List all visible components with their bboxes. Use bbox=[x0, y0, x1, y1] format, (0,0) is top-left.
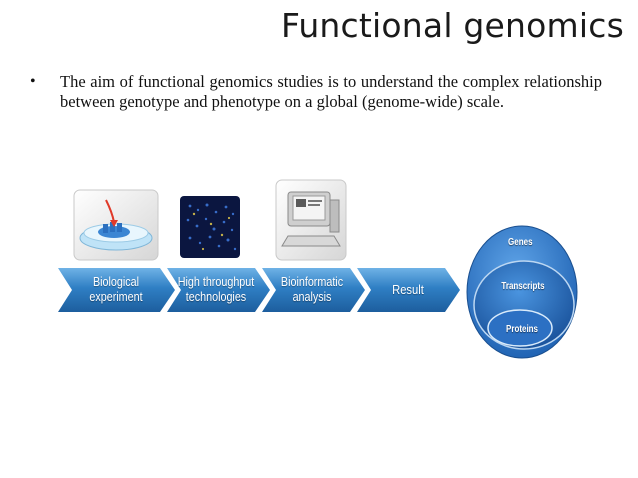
bullet-text: The aim of functional genomics studies i… bbox=[60, 72, 602, 111]
step-result: Result bbox=[377, 282, 439, 297]
microarray-image bbox=[180, 196, 240, 258]
step-high-throughput: High throughput technologies bbox=[175, 275, 258, 305]
label-genes: Genes bbox=[508, 237, 533, 248]
step-label-line1: Biological bbox=[92, 275, 140, 289]
step-label-line2: technologies bbox=[185, 290, 247, 304]
computer-image bbox=[275, 179, 347, 261]
step-label-line2: analysis bbox=[292, 290, 332, 304]
step-label-line2: experiment bbox=[89, 290, 143, 304]
proteins-ellipse bbox=[487, 309, 553, 347]
arrow-segment-2 bbox=[167, 268, 270, 312]
bullet-marker: • bbox=[30, 73, 36, 90]
step-label-line1: Bioinformatic bbox=[280, 275, 344, 289]
arrow-segment-3 bbox=[262, 268, 365, 312]
step-biological-experiment: Biological experiment bbox=[80, 275, 152, 305]
label-proteins: Proteins bbox=[506, 324, 539, 335]
arrow-segment-4 bbox=[357, 268, 460, 312]
step-label-line1: High throughput bbox=[177, 275, 255, 289]
label-transcripts: Transcripts bbox=[501, 281, 545, 292]
slide-title: Functional genomics bbox=[280, 6, 624, 45]
step-bioinformatic-analysis: Bioinformatic analysis bbox=[276, 275, 348, 305]
arrow-band bbox=[58, 268, 460, 312]
arrow-segment-1 bbox=[58, 268, 175, 312]
omics-ellipses bbox=[466, 225, 578, 359]
step-label-line1: Result bbox=[392, 282, 424, 297]
petri-dish-image bbox=[73, 189, 159, 261]
bullet-item: • The aim of functional genomics studies… bbox=[30, 72, 602, 112]
